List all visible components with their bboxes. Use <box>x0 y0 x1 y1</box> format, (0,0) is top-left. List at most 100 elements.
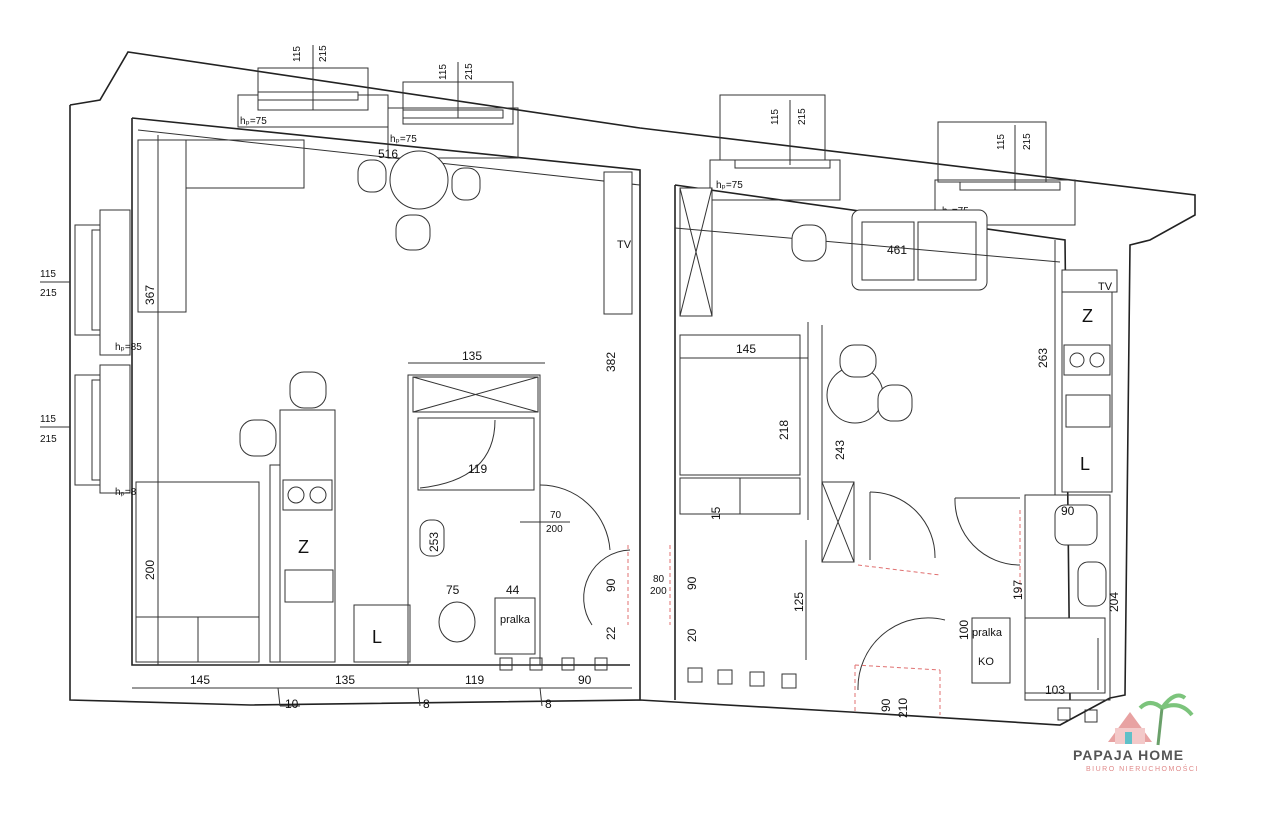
window-2-sill: hₚ=75 <box>390 134 417 145</box>
palm-icon <box>1156 707 1164 746</box>
tv-stand <box>603 171 633 315</box>
window-3-width: 115 <box>770 109 781 125</box>
cabinet-label-2: L <box>1080 454 1090 474</box>
sub-dim-10: 10 <box>285 697 299 711</box>
dimension-382: 382 <box>604 352 618 372</box>
window-5-width: 115 <box>40 269 56 280</box>
chair <box>451 167 481 201</box>
shower <box>417 417 535 491</box>
ko-label: KO <box>978 656 994 668</box>
papaja-home-logo: PAPAJA HOME BIURO NIERUCHOMOŚCI <box>1073 693 1197 773</box>
dimension-100: 100 <box>957 620 971 640</box>
sofa-seat <box>861 221 915 281</box>
left-apartment: 516 367 TV 382 200 Z L 135 <box>132 129 699 711</box>
outer-walls <box>69 51 1196 726</box>
chair <box>791 224 827 262</box>
window-6: 115 215 hₚ=85 <box>40 364 142 498</box>
cabinet <box>353 604 411 663</box>
laundry-closet <box>971 617 1011 684</box>
dimension-90b: 90 <box>685 576 699 590</box>
dimension-204: 204 <box>1107 592 1121 612</box>
dimension-103: 103 <box>1045 683 1065 697</box>
bottom-dim-90: 90 <box>578 673 592 687</box>
cabinet-label: L <box>372 627 382 647</box>
window-2-width: 115 <box>438 64 449 80</box>
door-90: 90 <box>879 698 893 712</box>
dimension-253: 253 <box>427 532 441 552</box>
window-6-height: 215 <box>40 434 57 445</box>
dimension-135: 135 <box>462 349 482 363</box>
shelf <box>185 139 305 189</box>
window-4-width: 115 <box>996 134 1007 150</box>
door-swing <box>954 497 1021 566</box>
bottom-dim-119: 119 <box>465 673 484 687</box>
sub-dim-8a: 8 <box>423 697 430 711</box>
washbasin <box>1077 561 1107 607</box>
logo-name: PAPAJA HOME <box>1073 747 1184 763</box>
dimension-20: 20 <box>685 628 699 642</box>
dimension-218: 218 <box>777 420 791 440</box>
dimension-367: 367 <box>143 285 157 305</box>
chair <box>395 214 431 251</box>
chair <box>839 344 877 378</box>
bed <box>135 481 260 618</box>
dimension-44: 44 <box>506 583 520 597</box>
toilet <box>438 601 476 643</box>
window-1: 115 215 hₚ=75 <box>237 45 389 128</box>
dimension-145: 145 <box>736 342 756 356</box>
tv-label: TV <box>617 239 632 251</box>
toilet <box>1054 504 1098 546</box>
bottom-dim-145: 145 <box>190 673 210 687</box>
dimension-461: 461 <box>887 243 907 257</box>
dimension-243: 243 <box>833 440 847 460</box>
shower <box>1024 617 1106 694</box>
entry-door <box>583 549 631 626</box>
window-5-sill: hₚ=85 <box>115 342 142 353</box>
chair <box>289 371 327 409</box>
sink <box>1065 394 1111 428</box>
bed <box>679 334 801 476</box>
dimension-119: 119 <box>468 462 487 476</box>
window-5-height: 215 <box>40 288 57 299</box>
cooktop-burner <box>1089 352 1105 368</box>
door-swing <box>869 491 936 559</box>
dimension-90c: 90 <box>1061 504 1075 518</box>
dimension-197: 197 <box>1011 580 1025 600</box>
window-1-width: 115 <box>292 46 303 62</box>
bathroom-walls <box>1024 494 1111 701</box>
window-1-sill: hₚ=75 <box>240 116 267 127</box>
window-1-height: 215 <box>318 45 329 62</box>
entry-door <box>857 617 946 691</box>
sub-dim-8b: 8 <box>545 697 552 711</box>
washing-machine-label-2: pralka <box>972 627 1003 639</box>
window-3-height: 215 <box>797 108 808 125</box>
house-door <box>1125 732 1132 744</box>
window-6-sill: hₚ=85 <box>115 487 142 498</box>
chair <box>239 419 277 457</box>
window-5: 115 215 hₚ=85 <box>40 209 142 356</box>
window-3-sill: hₚ=75 <box>716 180 743 191</box>
washbasin <box>419 519 445 557</box>
fridge-label-2: Z <box>1082 306 1093 326</box>
door-200b: 200 <box>650 586 667 597</box>
door-80: 80 <box>653 574 665 585</box>
bottom-dim-135: 135 <box>335 673 355 687</box>
right-apartment: 461 TV Z L 263 145 218 15 243 <box>674 187 1121 723</box>
dimension-22: 22 <box>604 626 618 640</box>
door-210: 210 <box>896 698 910 718</box>
dimension-75: 75 <box>446 583 460 597</box>
door-200: 200 <box>546 524 563 535</box>
tv-label-2: TV <box>1098 281 1113 293</box>
dimension-15: 15 <box>709 506 723 520</box>
cooktop-burner <box>287 486 305 504</box>
fridge-label: Z <box>298 537 309 557</box>
kitchen-counter <box>1061 291 1113 493</box>
window-2: 115 215 hₚ=75 <box>387 62 519 159</box>
wardrobe <box>137 139 187 313</box>
washing-machine-label: pralka <box>500 614 531 626</box>
door-swing <box>539 484 611 551</box>
window-6-width: 115 <box>40 414 56 425</box>
dimension-263: 263 <box>1036 348 1050 368</box>
round-table <box>389 150 449 210</box>
